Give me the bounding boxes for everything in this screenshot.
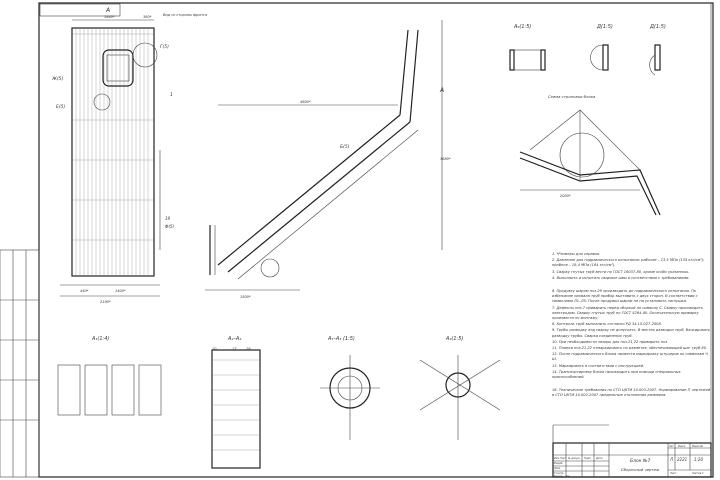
detail-a1-drawing xyxy=(57,364,162,416)
note: 12. После гидравлического блока провести… xyxy=(552,352,709,362)
callout-e: Е(5) xyxy=(56,104,65,110)
dim-width: 1840* xyxy=(104,15,115,19)
section-a2-drawing xyxy=(211,349,261,469)
side-view xyxy=(205,20,443,291)
dim-440: 440* xyxy=(80,289,89,293)
detail-d2-label: Д(1:5) xyxy=(649,24,666,30)
callout-18b: 18 xyxy=(246,347,251,351)
tb-letter: Л xyxy=(669,457,673,462)
dim-4600: 4600* xyxy=(300,100,311,104)
tb-sheets: Листов 1 xyxy=(691,471,704,475)
note: 6. Продувку шаром поз.29 производить до … xyxy=(552,289,698,304)
dim-total: 2190* xyxy=(100,300,111,304)
tb-row-approve: Утв. xyxy=(566,476,571,478)
front-side-note: Вид со стороны фронта xyxy=(163,13,207,17)
tb-mass-header: Масса xyxy=(678,445,686,448)
tb-row-dev: Разраб. xyxy=(554,462,563,465)
tb-scale-header: Масштаб xyxy=(692,445,703,448)
tb-col-change: Изм. xyxy=(554,456,560,460)
tb-sheet: Лист xyxy=(669,471,677,475)
callout-18: 19 xyxy=(165,216,171,221)
detail-a4-label: А₄(1:5) xyxy=(445,336,463,342)
tb-lit-header: Лит. xyxy=(668,445,675,448)
note: 11. Планки поз.21,22 отмаркировать по ра… xyxy=(552,346,708,351)
technical-notes: 1. *Размеры для справок. 2. Давление для… xyxy=(552,252,712,400)
callout-1: 1 xyxy=(170,92,173,98)
note: 4. Выполнить и испытать сварные швы в со… xyxy=(552,275,690,280)
detail-a1-label: А₁(1:4) xyxy=(91,336,109,342)
top-left-stamp xyxy=(39,3,121,17)
detail-a4-drawing xyxy=(419,355,501,440)
note: 14. Транспортировку блока производить пр… xyxy=(552,369,681,380)
tb-mass: 2221 xyxy=(677,457,687,462)
tb-doc-type: Сборочный чертеж xyxy=(621,467,660,472)
section-a2-label: А₂–А₂ xyxy=(227,336,241,342)
drawing-frame xyxy=(38,2,714,478)
callout-10: 10 xyxy=(212,347,217,351)
detail-d2-drawing xyxy=(649,44,661,76)
note: 13. Маркировать в соответствии с инструк… xyxy=(552,363,645,368)
side-view-label: А xyxy=(439,87,444,94)
dim-3680: 3680* xyxy=(440,157,451,161)
dim-2000: 2000* xyxy=(560,194,571,198)
main-front-view xyxy=(60,19,161,297)
tb-col-date: Дата xyxy=(595,456,603,460)
callout-19: Ф(5) xyxy=(165,224,175,229)
dim-1400: 1400* xyxy=(115,289,126,293)
tb-scale: 1:20 xyxy=(694,457,703,462)
callout-zh: Ж(5) xyxy=(51,76,63,82)
tb-row-ncontrol: Н.контр. xyxy=(554,476,563,478)
note: 16. Технические требования по СТО ЦКТИ 1… xyxy=(552,388,711,398)
detail-d1-drawing xyxy=(590,44,609,71)
section-a3-drawing xyxy=(320,355,380,440)
lifting-scheme-label: Схема строповки блока xyxy=(548,94,596,99)
title-block xyxy=(552,424,712,478)
tb-col-doc: № докум. xyxy=(567,457,581,460)
note: 1. *Размеры для справок. xyxy=(552,252,601,256)
note: 10. При необходимости зазоры для поз.21,… xyxy=(552,339,669,344)
tb-name: Блок №7 xyxy=(630,458,651,464)
note: 9. Трубы разводку под сварку не допускат… xyxy=(552,328,711,338)
dim-1500: 1500* xyxy=(240,295,251,299)
callout-17: 17 xyxy=(232,347,237,351)
detail-a5-drawing xyxy=(509,49,546,71)
detail-d1-label: Д(1:5) xyxy=(596,24,613,30)
section-a3-label: А₃–А₃ (1:5) xyxy=(327,336,355,342)
note: 8. Контроль труб выполнить согласно РД 3… xyxy=(552,322,662,327)
main-view-label: А xyxy=(105,7,110,14)
left-margin-stamp xyxy=(0,249,40,478)
dim-offset: 360* xyxy=(143,15,152,19)
left-margin-stamp-cells xyxy=(0,250,39,477)
note: 2. Давление для гидравлического испытани… xyxy=(552,258,705,268)
tb-row-check: Пров. xyxy=(554,467,561,470)
lifting-scheme-drawing xyxy=(519,109,661,216)
note: 3. Сварку гнутых труб вести по ГОСТ 1603… xyxy=(552,269,690,274)
tb-col-sheet: Лист xyxy=(559,456,567,460)
callout-b: Б(5) xyxy=(340,144,350,150)
tb-col-sign: Подп. xyxy=(584,456,592,460)
tb-row-tcontrol: Т.контр. xyxy=(554,472,564,475)
note: 7. Дефекты поз.7 приварить перед сборкой… xyxy=(552,305,703,321)
detail-a5-label: А₅(1:5) xyxy=(513,24,531,30)
callout-g: Г(5) xyxy=(160,44,169,50)
